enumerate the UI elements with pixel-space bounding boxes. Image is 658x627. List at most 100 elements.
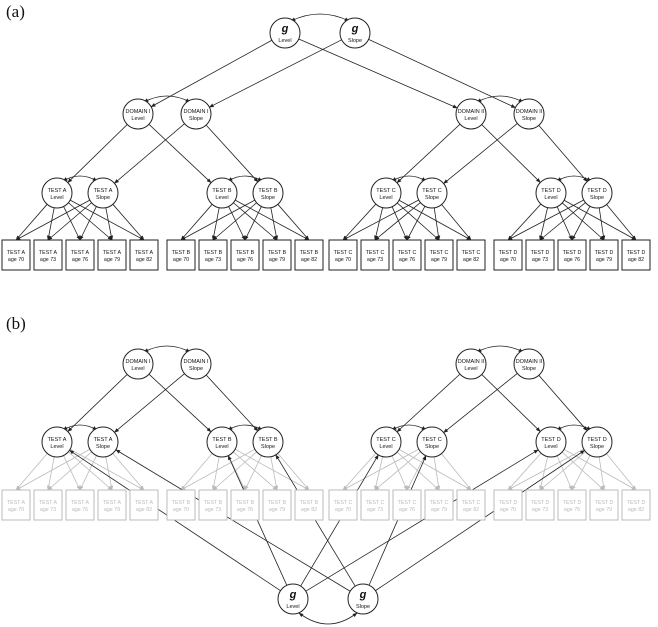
- b-test-a-slope-node-shape: [87, 426, 119, 458]
- b-path-domain-0-level-test-0: [67, 374, 128, 432]
- a-domain-0-slope-node-label-2: Slope: [189, 116, 203, 122]
- a-test-b-box-1-age: age 73: [205, 257, 221, 263]
- b-path-test-b-level-box-1: [211, 456, 220, 491]
- b-test-c-box-0-test: TEST C: [334, 500, 353, 506]
- a-test-d-box-4-test: TEST D: [627, 250, 646, 256]
- a-path-test-d-level-box-1: [539, 207, 548, 241]
- a-test-b-box-2-box: [230, 239, 260, 271]
- b-path-domain-0-level-test-1: [148, 373, 212, 433]
- a-cov-domain-1: [476, 95, 524, 103]
- panel-a-label: (a): [6, 2, 25, 21]
- b-test-a-box-2-box: [65, 489, 95, 521]
- b-g-level-node-label: Level: [286, 604, 299, 610]
- a-test-a-slope-node-label-2: Slope: [96, 195, 110, 201]
- a-test-d-box-4-box: [621, 239, 651, 271]
- a-test-a-box-2-age: age 76: [72, 257, 88, 263]
- a-path-g-slope-domain-0: [208, 39, 342, 108]
- b-test-c-box-2-box: [392, 489, 422, 521]
- a-test-c-box-3-box: [424, 239, 454, 271]
- a-test-a-box-0-box: [1, 239, 31, 271]
- b-path-test-d-slope-box-0: [507, 448, 584, 491]
- b-domain-0-slope-node-label-2: Slope: [189, 366, 203, 372]
- b-g-slope-node-symbol: g: [359, 589, 367, 601]
- a-path-test-b-level-box-0: [180, 204, 213, 241]
- a-test-d-box-2-test: TEST D: [563, 250, 582, 256]
- b-test-a-level-node-shape: [41, 426, 73, 458]
- b-test-a-box-3-test: TEST A: [103, 500, 122, 506]
- a-domain-0-slope-node-label-1: DOMAIN I: [183, 109, 209, 115]
- b-path-domain-1-slope-test-2: [443, 373, 518, 433]
- a-g-level-node-shape: [269, 17, 301, 49]
- a-test-c-slope-node-label-2: Slope: [425, 195, 439, 201]
- b-test-b-slope-node-label-1: TEST B: [258, 437, 277, 443]
- b-test-a-box-1-age: age 73: [40, 507, 56, 513]
- b-domain-0-slope-node-shape: [180, 348, 212, 380]
- a-path-test-d-slope-box-0: [507, 199, 584, 241]
- a-test-a-box-3-box: [97, 239, 127, 271]
- a-test-c-level-node-label-2: Level: [379, 195, 392, 201]
- b-test-d-slope-node-label-1: TEST D: [587, 437, 606, 443]
- b-cov-test-0: [62, 424, 98, 431]
- b-path-test-a-level-box-0: [15, 453, 48, 491]
- a-test-b-box-3-test: TEST B: [268, 250, 287, 256]
- a-path-domain-0-slope-test-1: [205, 124, 259, 183]
- b-path-test-a-level-box-2: [63, 455, 81, 491]
- a-path-test-d-level-box-3: [561, 202, 605, 241]
- a-test-c-box-0-test: TEST C: [334, 250, 353, 256]
- a-test-c-box-1-box: [360, 239, 390, 271]
- a-test-d-box-2-age: age 76: [564, 257, 580, 263]
- a-test-d-slope-node-label-2: Slope: [590, 195, 604, 201]
- b-test-a-box-2-test: TEST A: [71, 500, 90, 506]
- b-path-domain-1-slope-test-3: [538, 375, 588, 432]
- b-g-slope-node-label: Slope: [356, 604, 370, 610]
- a-test-c-box-0-box: [328, 239, 358, 271]
- a-path-test-c-level-box-1: [374, 207, 383, 241]
- a-test-b-slope-node-shape: [252, 177, 284, 209]
- b-path-test-b-level-box-4: [234, 448, 310, 491]
- b-test-c-box-3-box: [424, 489, 454, 521]
- b-path-domain-1-level-test-2: [396, 373, 461, 433]
- b-domain-0-level-node-label-1: DOMAIN I: [125, 359, 151, 365]
- a-path-test-d-slope-box-4: [606, 204, 637, 241]
- a-test-a-box-0-test: TEST A: [7, 250, 26, 256]
- a-path-test-a-slope-box-3: [105, 207, 114, 241]
- b-test-b-box-0-age: age 70: [173, 507, 189, 513]
- b-test-b-box-0-box: [166, 489, 196, 521]
- b-test-c-level-node-shape: [370, 426, 402, 458]
- a-test-a-box-3-age: age 79: [104, 257, 120, 263]
- b-path-test-b-slope-box-3: [270, 456, 279, 491]
- a-cov-domain-0: [143, 95, 191, 103]
- b-test-b-box-2-age: age 76: [237, 507, 253, 513]
- b-test-a-box-0-box: [1, 489, 31, 521]
- a-path-test-c-slope-box-1: [374, 202, 421, 241]
- a-test-b-level-node-label-1: TEST B: [212, 188, 231, 194]
- a-test-c-box-4-box: [456, 239, 486, 271]
- a-test-d-box-0-box: [493, 239, 523, 271]
